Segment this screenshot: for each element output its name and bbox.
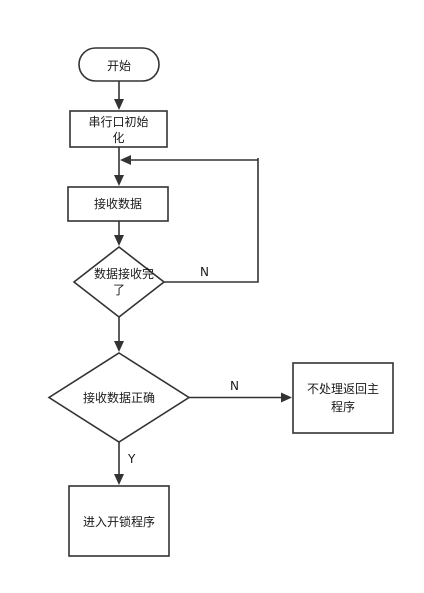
start-label: 开始 [107,59,131,73]
label-n-incorrect: N [230,379,239,393]
no-process-line1: 不处理返回主 [307,382,379,396]
init-serial-port-node[interactable]: 串行口初始 化 [69,110,168,148]
init-label-line2: 化 [112,131,124,145]
edge-check-correct-to-unlock [114,442,124,485]
receive-label: 接收数据 [94,196,142,211]
enter-unlock-node[interactable]: 进入开锁程序 [68,485,170,557]
edge-check-done-to-check-correct [114,317,124,352]
edge-init-to-receive [114,147,124,186]
check-done-decision[interactable]: 数据接收完 了 [72,245,166,319]
edge-check-correct-to-no-process [189,392,292,403]
label-n-not-done: N [200,265,209,279]
start-node[interactable]: 开始 [78,47,160,82]
label-y-correct: Y [127,452,136,466]
check-correct-label: 接收数据正确 [83,390,155,405]
no-process-return-node[interactable]: 不处理返回主 程序 [292,362,394,434]
edge-check-done-loop-back [120,155,259,283]
check-done-line2: 了 [113,283,125,297]
receive-data-node[interactable]: 接收数据 [67,186,169,222]
no-process-line2: 程序 [331,399,355,414]
edge-start-to-init [114,81,124,110]
init-label-line1: 串行口初始 [88,115,148,129]
check-correct-decision[interactable]: 接收数据正确 [47,352,191,443]
unlock-label: 进入开锁程序 [83,514,155,529]
edge-receive-to-check-done [114,221,124,246]
check-done-line1: 数据接收完 [94,266,154,281]
